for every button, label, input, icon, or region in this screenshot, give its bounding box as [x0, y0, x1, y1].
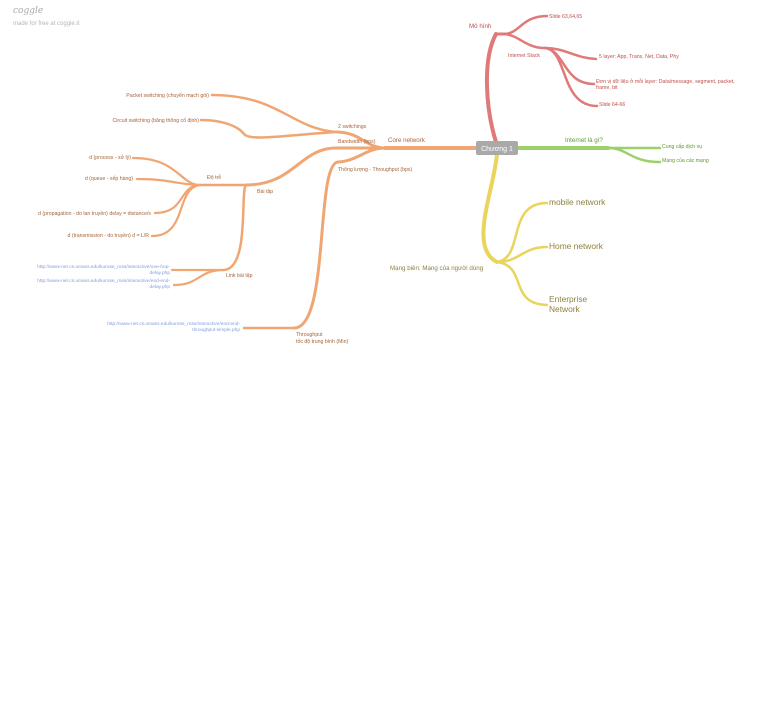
branch-to-bai-tap	[244, 146, 338, 187]
link-end-end-delay-line2[interactable]: delay.php	[150, 284, 171, 290]
node-throughput[interactable]: Throughput	[296, 332, 323, 338]
node-slide-64-66[interactable]: Slide 64-66	[599, 102, 625, 108]
link-end-end-throughput-line2[interactable]: throughput-simple.php	[192, 327, 240, 333]
node-don-vi-line1[interactable]: Đơn vị dữ liệu ở mỗi layer: Data/message…	[596, 78, 735, 85]
branch-to-packet-switching	[210, 93, 340, 134]
node-d-propagation[interactable]: d (propagation - do lan truyền) delay = …	[38, 211, 151, 217]
made-with-coggle: made for free at coggle.it	[13, 21, 80, 27]
node-do-tre[interactable]: Độ trễ	[207, 174, 221, 181]
node-d-queue[interactable]: d (queue - xếp hàng)	[85, 176, 133, 182]
node-home-network[interactable]: Home network	[549, 241, 604, 251]
branch-to-mobile	[495, 201, 549, 264]
branch-mo-hinh: Mô hình Slide 63,64,65 Internet Stack 5 …	[469, 14, 735, 144]
node-mobile-network[interactable]: mobile network	[549, 197, 606, 207]
node-5-layers[interactable]: 5 layer: App, Trans, Net, Data, Phy	[599, 54, 679, 60]
branch-to-circuit-switching	[199, 118, 340, 139]
root-node-label[interactable]: Chương 1	[481, 146, 513, 153]
branch-root-to-mang-bien	[481, 152, 499, 264]
node-packet-switching[interactable]: Packet switching (chuyển mạch gói)	[126, 92, 209, 99]
node-thong-luong[interactable]: Thông lượng - Throughput (bps)	[338, 167, 413, 173]
branch-to-mang-cua-cac-mang	[606, 146, 662, 164]
node-enterprise-line1[interactable]: Enterprise	[549, 294, 588, 304]
branch-to-enterprise	[495, 260, 549, 307]
node-mang-cua-cac-mang[interactable]: Mạng của các mạng	[662, 157, 709, 164]
node-d-transmission[interactable]: d (transmission - do truyền) d = L/R	[68, 233, 150, 239]
branch-to-home	[495, 245, 549, 264]
node-don-vi-line2[interactable]: frame, bit	[596, 85, 618, 91]
branch-to-internet-stack	[503, 32, 547, 50]
link-end-end-delay-line1[interactable]: http://www-net.cs.umass.edu/kurose_ross/…	[37, 278, 170, 284]
node-bai-tap[interactable]: Bài tập	[257, 189, 273, 195]
branch-to-d-prop	[153, 183, 202, 215]
node-core-network[interactable]: Core network	[388, 137, 426, 144]
branch-mang-bien: Mạng biên: Mạng của người dùng mobile ne…	[390, 152, 606, 314]
link-end-end-throughput-line1[interactable]: http://www-net.cs.umass.edu/kurose_ross/…	[107, 321, 240, 327]
node-2-switchings[interactable]: 2 switchings	[338, 124, 367, 130]
node-slide-63-65[interactable]: Slide 63,64,65	[549, 14, 582, 20]
node-enterprise-line2[interactable]: Network	[549, 304, 581, 314]
branch-to-slide-64	[543, 46, 599, 108]
root-node-box[interactable]	[476, 141, 518, 155]
node-circuit-switching[interactable]: Circuit switching (băng thông cố định)	[112, 118, 199, 124]
branch-to-throughput	[292, 160, 340, 330]
branch-internet: Internet là gì? Cung cấp dịch vụ Mạng củ…	[516, 137, 709, 164]
coggle-logo[interactable]: coggle	[13, 6, 44, 16]
branch-to-d-trans	[150, 183, 202, 238]
node-mo-hinh[interactable]: Mô hình	[469, 23, 492, 30]
node-link-bai-tap[interactable]: Link bài tập	[226, 273, 253, 279]
node-toc-do-trung-binh[interactable]: tốc độ trung bình (Min)	[296, 339, 348, 345]
node-internet-stack[interactable]: Internet Stack	[508, 53, 540, 59]
node-bandwidth[interactable]: Bandwidth (bps)	[338, 139, 376, 145]
link-one-hop-delay-line2[interactable]: delay.php	[150, 270, 171, 276]
node-mang-bien[interactable]: Mạng biên: Mạng của người dùng	[390, 265, 484, 272]
node-internet-la-gi[interactable]: Internet là gì?	[565, 137, 603, 144]
root-node[interactable]: Chương 1	[476, 141, 518, 155]
branch-root-to-mo-hinh	[484, 32, 498, 144]
branch-to-slide-63	[503, 14, 549, 36]
branch-bai-tap-to-link-bai-tap	[222, 183, 248, 272]
branch-core-network: Core network 2 switchings Packet switchi…	[37, 92, 478, 345]
node-d-process[interactable]: d (process - xử lý)	[89, 154, 131, 161]
link-one-hop-delay-line1[interactable]: http://www-net.cs.umass.edu/kurose_ross/…	[37, 264, 170, 270]
node-cung-cap-dich-vu[interactable]: Cung cấp dịch vụ	[662, 144, 702, 150]
branch-to-thong-luong	[336, 146, 387, 164]
branch-to-link-2	[172, 268, 226, 287]
